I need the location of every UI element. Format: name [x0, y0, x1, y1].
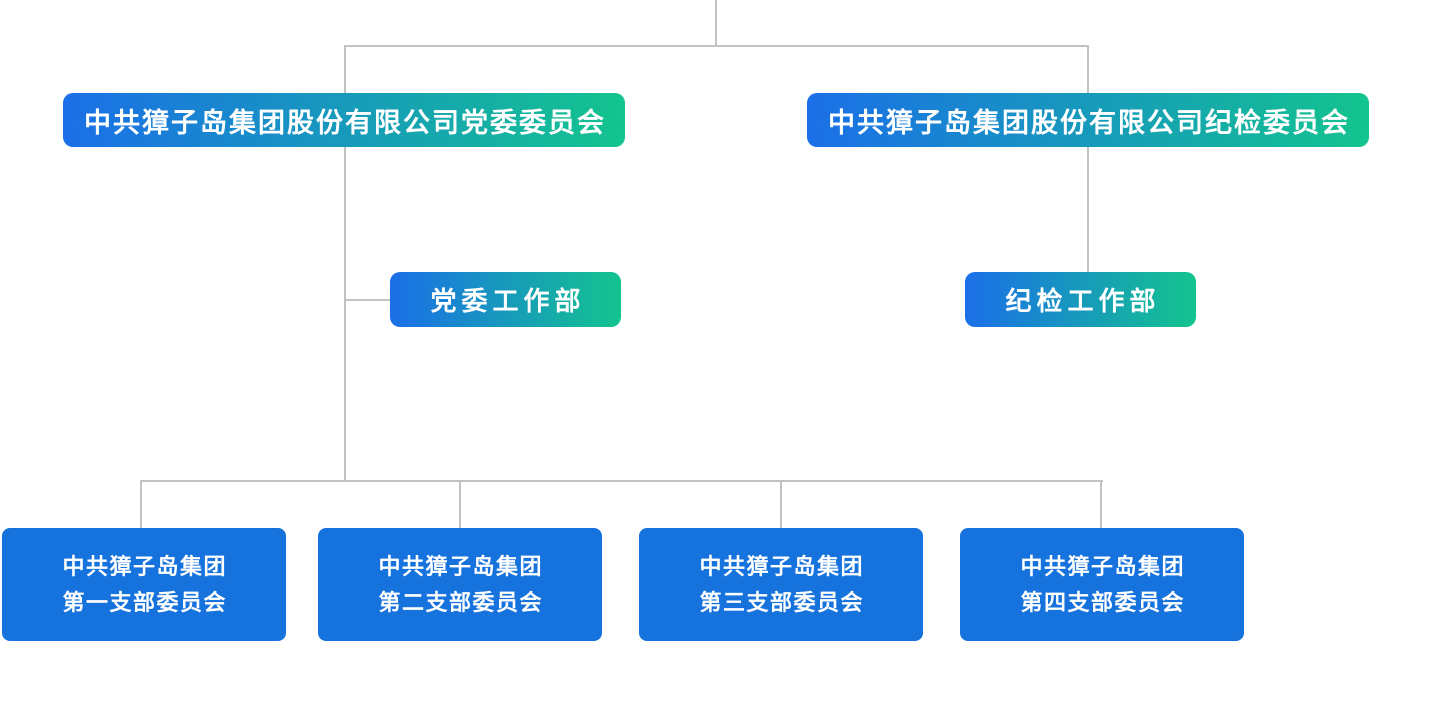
org-node-label-line2: 第二支部委员会	[378, 589, 543, 615]
org-node-branch-4: 中共獐子岛集团 第四支部委员会	[960, 528, 1244, 641]
connector-right-branch-vertical	[1087, 45, 1089, 273]
org-node-label-line1: 中共獐子岛集团	[378, 553, 543, 579]
connector-branch1-drop	[140, 480, 142, 529]
connector-left-branch-vertical	[344, 45, 346, 482]
org-node-discipline-work-dept: 纪检工作部	[965, 272, 1196, 327]
org-node-label: 党委工作部	[430, 286, 586, 316]
org-node-branch-2: 中共獐子岛集团 第二支部委员会	[318, 528, 602, 641]
org-node-branch-3: 中共獐子岛集团 第三支部委员会	[639, 528, 923, 641]
org-node-label-line1: 中共獐子岛集团	[1020, 553, 1185, 579]
org-node-label-line2: 第四支部委员会	[1020, 589, 1185, 615]
org-node-label: 中共獐子岛集团股份有限公司党委委员会	[84, 107, 606, 138]
org-node-party-committee: 中共獐子岛集团股份有限公司党委委员会	[63, 93, 625, 147]
org-node-label: 中共獐子岛集团股份有限公司纪检委员会	[828, 107, 1350, 138]
connector-bottom-horizontal	[140, 480, 1103, 482]
org-node-label-line2: 第三支部委员会	[699, 589, 864, 615]
org-node-label-line1: 中共獐子岛集团	[699, 553, 864, 579]
org-node-label-line2: 第一支部委员会	[62, 589, 227, 615]
connector-party-work-dept-stub	[344, 299, 392, 301]
org-node-party-work-dept: 党委工作部	[390, 272, 621, 327]
connector-branch4-drop	[1100, 480, 1102, 529]
connector-top-parent-vertical	[715, 0, 717, 46]
connector-branch3-drop	[780, 480, 782, 529]
org-node-branch-1: 中共獐子岛集团 第一支部委员会	[2, 528, 286, 641]
connector-branch2-drop	[459, 480, 461, 529]
org-node-label: 纪检工作部	[1005, 286, 1161, 316]
org-node-discipline-committee: 中共獐子岛集团股份有限公司纪检委员会	[807, 93, 1369, 147]
connector-top-horizontal	[344, 45, 1089, 47]
org-node-label-line1: 中共獐子岛集团	[62, 553, 227, 579]
